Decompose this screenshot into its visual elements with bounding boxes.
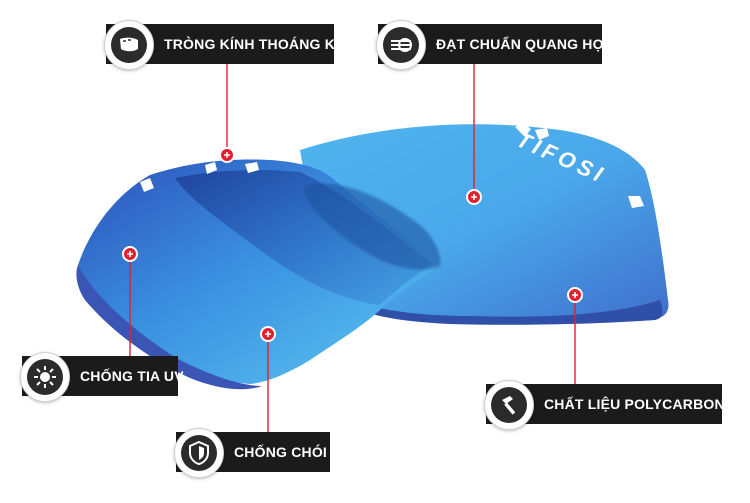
callout-label: CHỐNG CHÓI — [234, 444, 327, 460]
marker-optical — [466, 189, 482, 205]
callout-uv-protection: CHỐNG TIA UV — [20, 352, 184, 402]
marker-uv — [122, 246, 138, 262]
marker-antiglare — [260, 326, 276, 342]
callout-label: CHỐNG TIA UV — [80, 368, 184, 384]
callout-optical-standard: ĐẠT CHUẨN QUANG HỌC — [376, 20, 614, 70]
callout-anti-glare: CHỐNG CHÓI — [174, 428, 330, 478]
callout-breathable-lens: TRÒNG KÍNH THOÁNG KHÍ — [104, 20, 349, 70]
callout-polycarbonate: CHẤT LIỆU POLYCARBONATE — [484, 380, 750, 430]
callout-label: CHẤT LIỆU POLYCARBONATE — [544, 396, 750, 412]
marker-breathable — [219, 147, 235, 163]
callout-label: TRÒNG KÍNH THOÁNG KHÍ — [164, 36, 350, 52]
hammer-icon — [491, 387, 527, 423]
marker-poly — [567, 287, 583, 303]
shield-icon — [181, 435, 217, 471]
optical-glasses-icon — [383, 27, 419, 63]
sun-icon — [27, 359, 63, 395]
callout-label: ĐẠT CHUẨN QUANG HỌC — [436, 36, 615, 52]
vented-lens-icon — [111, 27, 147, 63]
